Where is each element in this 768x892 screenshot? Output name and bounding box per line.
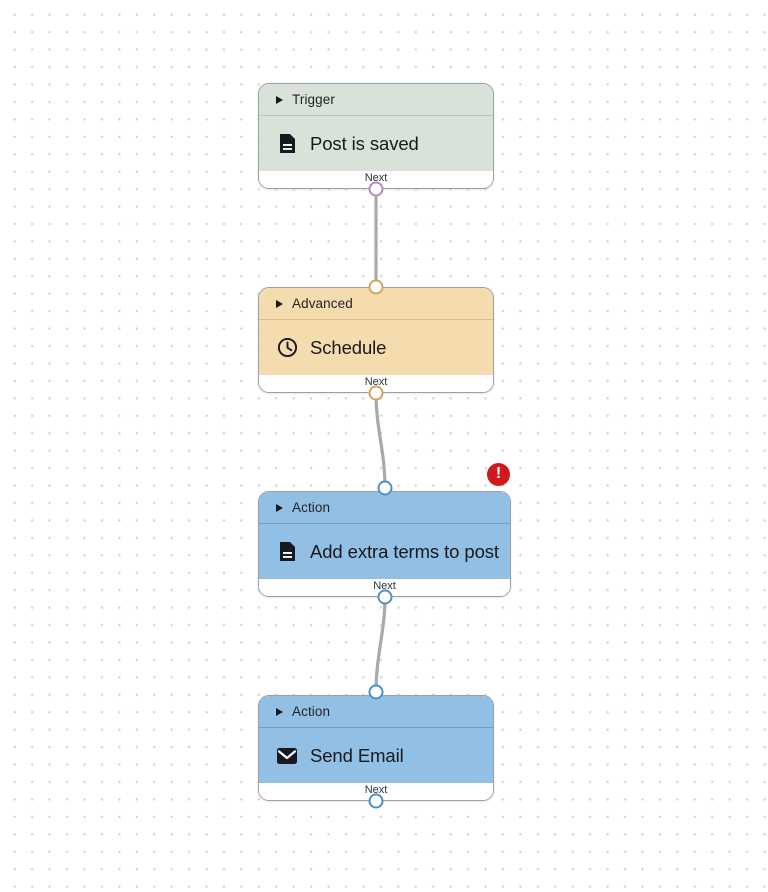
input-port-action-add-terms[interactable] (377, 480, 393, 496)
node-body-action[interactable]: Add extra terms to post (259, 524, 510, 579)
input-port-action-send-email[interactable] (368, 684, 384, 700)
caret-right-icon[interactable] (276, 299, 283, 308)
node-footer-next[interactable]: Next (259, 375, 493, 392)
node-kind-label: Action (292, 704, 331, 719)
node-body-action[interactable]: Send Email (259, 728, 493, 783)
node-divider (259, 523, 510, 524)
workflow-node-action-send-email[interactable]: Action Send Email Next (258, 695, 494, 801)
envelope-icon (276, 745, 298, 767)
node-title: Schedule (310, 336, 387, 358)
node-divider (259, 727, 493, 728)
error-badge[interactable]: ! (487, 463, 510, 486)
input-port-advanced[interactable] (368, 279, 384, 295)
output-port-advanced[interactable] (368, 385, 384, 401)
workflow-node-trigger[interactable]: Trigger Post is saved Next (258, 83, 494, 189)
node-header-action[interactable]: Action (259, 492, 510, 523)
workflow-node-action-add-terms[interactable]: Action Add extra terms to post Next (258, 491, 511, 597)
next-label: Next (364, 172, 388, 184)
node-footer-next[interactable]: Next (259, 783, 493, 800)
node-divider (259, 319, 493, 320)
caret-right-icon[interactable] (276, 503, 283, 512)
node-title: Send Email (310, 744, 404, 766)
node-body-advanced[interactable]: Schedule (259, 320, 493, 375)
output-port-action-send-email[interactable] (368, 793, 384, 809)
connector-advanced-to-action-terms (374, 391, 387, 490)
node-footer-next[interactable]: Next (259, 579, 510, 596)
node-header-trigger[interactable]: Trigger (259, 84, 493, 115)
document-icon (276, 133, 298, 155)
node-header-action[interactable]: Action (259, 696, 493, 727)
caret-right-icon[interactable] (276, 707, 283, 716)
document-icon (276, 541, 298, 563)
node-kind-label: Action (292, 500, 331, 515)
next-label: Next (364, 376, 388, 388)
error-exclamation-icon: ! (495, 465, 502, 482)
node-title: Post is saved (310, 132, 419, 154)
node-body-trigger[interactable]: Post is saved (259, 116, 493, 171)
clock-icon (276, 337, 298, 359)
next-label: Next (373, 580, 396, 592)
connector-action-terms-to-send-email (374, 595, 387, 694)
node-footer-next[interactable]: Next (259, 171, 493, 188)
node-title: Add extra terms to post (310, 540, 499, 562)
next-label: Next (364, 784, 388, 796)
output-port-trigger[interactable] (368, 181, 384, 197)
output-port-action-add-terms[interactable] (377, 589, 393, 605)
node-kind-label: Trigger (292, 92, 335, 107)
workflow-node-advanced[interactable]: Advanced Schedule Next (258, 287, 494, 393)
caret-right-icon[interactable] (276, 95, 283, 104)
node-kind-label: Advanced (292, 296, 353, 311)
node-divider (259, 115, 493, 116)
